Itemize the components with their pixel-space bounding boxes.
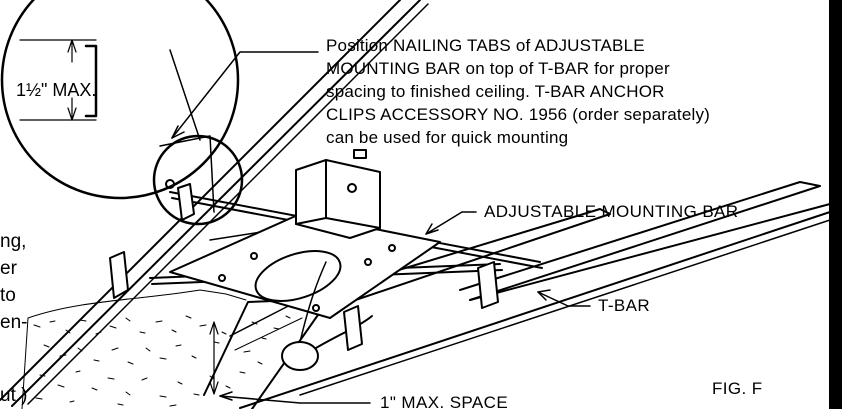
fragment-4: en- xyxy=(0,312,28,333)
inset-dimension-label: 1½" MAX. xyxy=(16,80,96,100)
left-t-bar-rail xyxy=(0,0,429,407)
fragment-2: er xyxy=(0,258,17,279)
left-text-fragments: ng, er to en- xyxy=(0,228,27,336)
junction-plate xyxy=(169,213,441,319)
page-edge-border xyxy=(829,0,842,409)
fragment-5: ut ) xyxy=(0,385,28,406)
callout-circle xyxy=(152,134,244,226)
left-text-fragment-bottom: ut ) xyxy=(0,382,27,409)
adjustable-mounting-bar-label: ADJUSTABLE MOUNTING BAR xyxy=(484,202,739,221)
note-line-3: spacing to finished ceiling. T-BAR ANCHO… xyxy=(326,82,665,101)
detail-inset xyxy=(0,0,240,200)
fragment-3: to xyxy=(0,285,16,306)
note-line-1: Position NAILING TABS of ADJUSTABLE xyxy=(326,36,645,55)
note-line-2: MOUNTING BAR on top of T-BAR for proper xyxy=(326,59,670,78)
anchor-clips xyxy=(109,183,499,351)
right-t-bar-rail xyxy=(239,181,831,409)
leader-lines xyxy=(171,51,591,404)
fragment-1: ng, xyxy=(0,231,27,252)
max-space-label: 1" MAX. SPACE xyxy=(380,393,509,412)
t-bar-label: T-BAR xyxy=(598,296,651,315)
note-line-4: CLIPS ACCESSORY NO. 1956 (order separate… xyxy=(326,105,711,124)
installation-note: Position NAILING TABS of ADJUSTABLE MOUN… xyxy=(326,34,710,149)
junction-box xyxy=(295,149,381,239)
fig-label: FIG. F xyxy=(712,379,763,398)
note-line-5: can be used for quick mounting xyxy=(326,128,569,147)
